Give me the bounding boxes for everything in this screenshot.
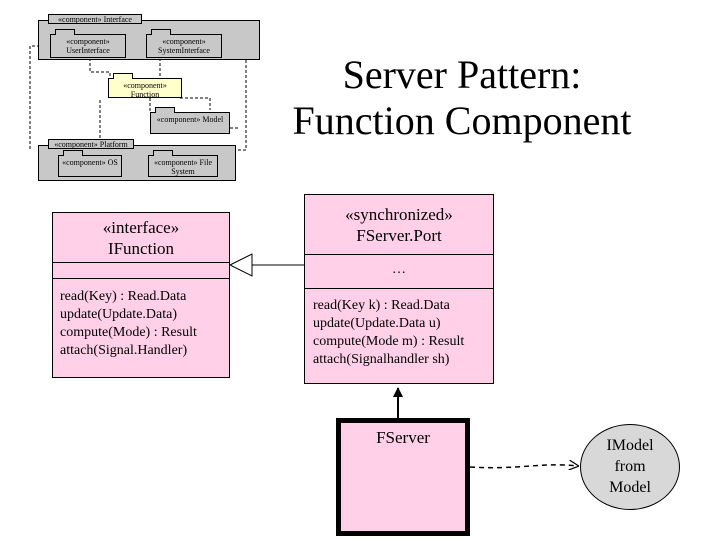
fserver-port-name: FServer.Port [356,226,442,245]
platform-package-label: «component» Platform [48,139,134,149]
function-component: «component» Function [108,73,182,99]
fserver-port-op: compute(Mode m) : Result [313,334,465,349]
title-line-1: Server Pattern: [342,52,582,97]
ifunction-attributes [53,263,229,279]
fserver-port-op: update(Update.Data u) [313,316,441,331]
ifunction-op: attach(Signal.Handler) [60,343,188,358]
mini-dep-7 [180,97,211,110]
dependency-arrow [469,465,578,468]
title-line-2: Function Component [292,98,632,143]
ifunction-class: «interface» IFunction read(Key) : Read.D… [52,212,230,378]
imodel-line-3: Model [609,479,651,496]
ifunction-operations: read(Key) : Read.Data update(Update.Data… [53,279,229,360]
ifunction-stereotype: «interface» [102,218,180,237]
model-component: «component» Model [150,107,230,134]
system-interface-component: «component» SystemInterface [146,29,222,58]
file-system-label: «component» File System [154,158,212,176]
fserver-port-operations: read(Key k) : Read.Data update(Update.Da… [305,289,493,369]
ifunction-name: IFunction [107,239,175,258]
ifunction-op: compute(Mode) : Result [60,325,197,340]
fserver-port-op: attach(Signalhandler sh) [313,352,450,367]
ifunction-op: update(Update.Data) [60,307,177,322]
fserver-port-class: «synchronized» FServer.Port … read(Key k… [304,194,494,384]
user-interface-component: «component» UserInterface [50,29,126,58]
interface-package-label: «component» Interface [48,14,142,24]
fserver-name: FServer [376,428,430,447]
os-label: «component» OS [62,158,118,167]
function-label: «component» Function [123,81,167,99]
mini-dep-3 [230,45,247,151]
file-system-component: «component» File System [148,150,218,177]
mini-dep-2 [29,45,40,150]
imodel-line-1: IModel [606,437,654,454]
imodel-line-2: from [614,458,646,475]
ifunction-op: read(Key) : Read.Data [60,289,187,304]
os-component: «component» OS [58,150,122,177]
fserver-port-attributes: … [305,255,493,289]
fserver-port-header: «synchronized» FServer.Port [305,195,493,255]
fserver-class: FServer [336,418,470,536]
imodel-interface: IModel from Model [580,424,680,510]
system-interface-label: «component» SystemInterface [158,37,210,55]
fserver-port-op: read(Key k) : Read.Data [313,298,450,313]
fserver-port-stereotype: «synchronized» [345,205,453,224]
realization-arrowhead [228,253,253,277]
slide-title: Server Pattern: Function Component [262,52,662,144]
mini-dep-5 [89,58,111,78]
user-interface-label: «component» UserInterface [66,37,110,55]
model-label: «component» Model [156,115,224,124]
ifunction-header: «interface» IFunction [53,213,229,263]
